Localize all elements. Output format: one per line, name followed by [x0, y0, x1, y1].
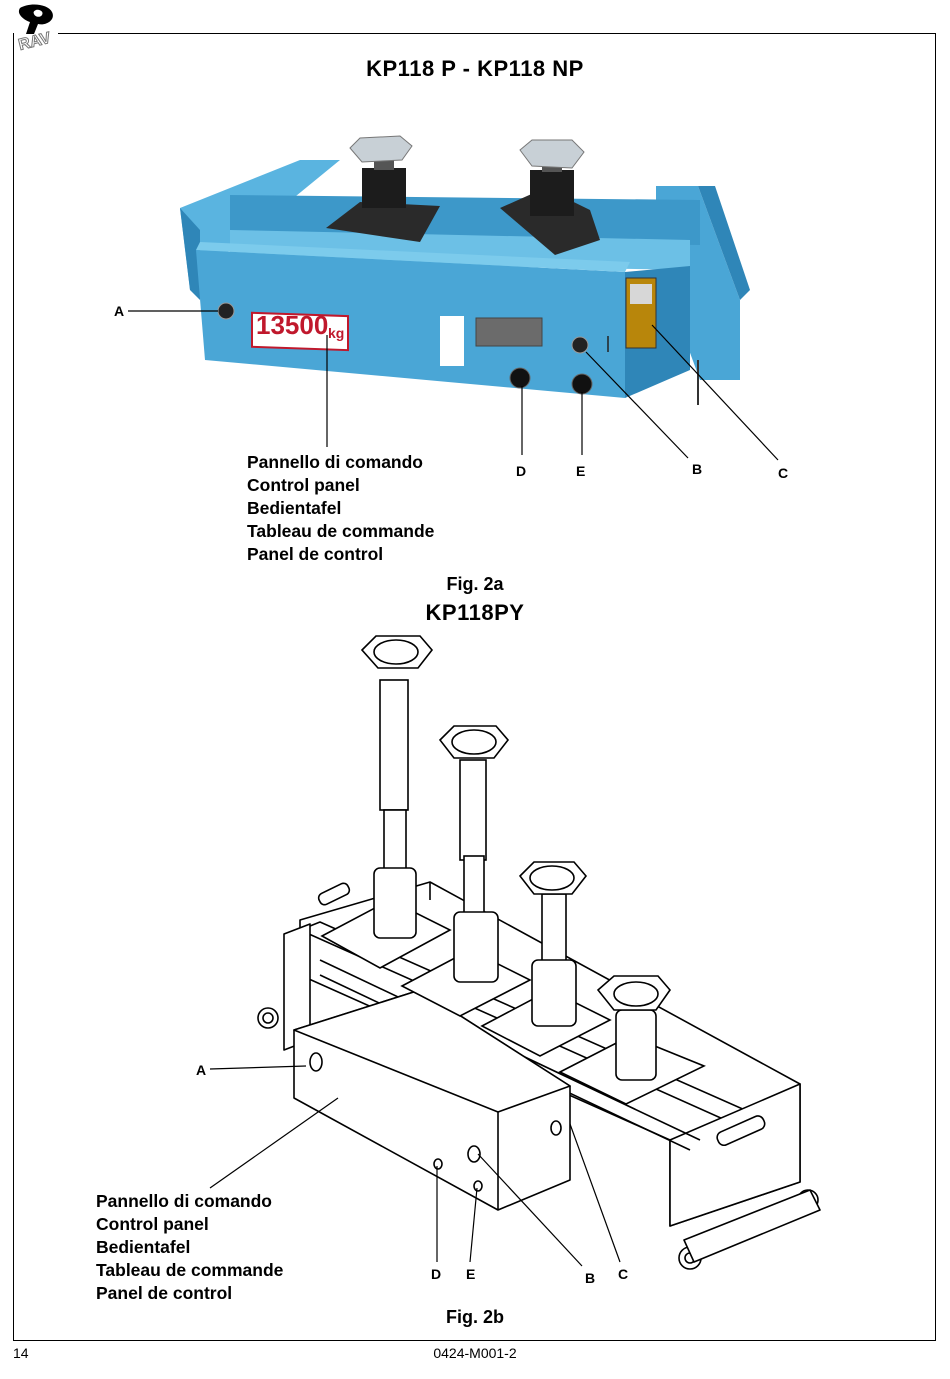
label-es: Panel de control — [96, 1282, 283, 1305]
callout-e-2b: E — [466, 1266, 475, 1282]
label-fr: Tableau de commande — [96, 1259, 283, 1282]
callout-b-2b: B — [585, 1270, 595, 1286]
label-it: Pannello di comando — [96, 1190, 283, 1213]
callout-c-2b: C — [618, 1266, 628, 1282]
figure-caption-2b: Fig. 2b — [0, 1307, 950, 1328]
callout-a-2b: A — [196, 1062, 206, 1078]
document-code: 0424-M001-2 — [0, 1345, 950, 1361]
callout-d-2b: D — [431, 1266, 441, 1282]
label-en: Control panel — [96, 1213, 283, 1236]
control-panel-labels-2b: Pannello di comando Control panel Bedien… — [96, 1190, 283, 1305]
label-de: Bedientafel — [96, 1236, 283, 1259]
